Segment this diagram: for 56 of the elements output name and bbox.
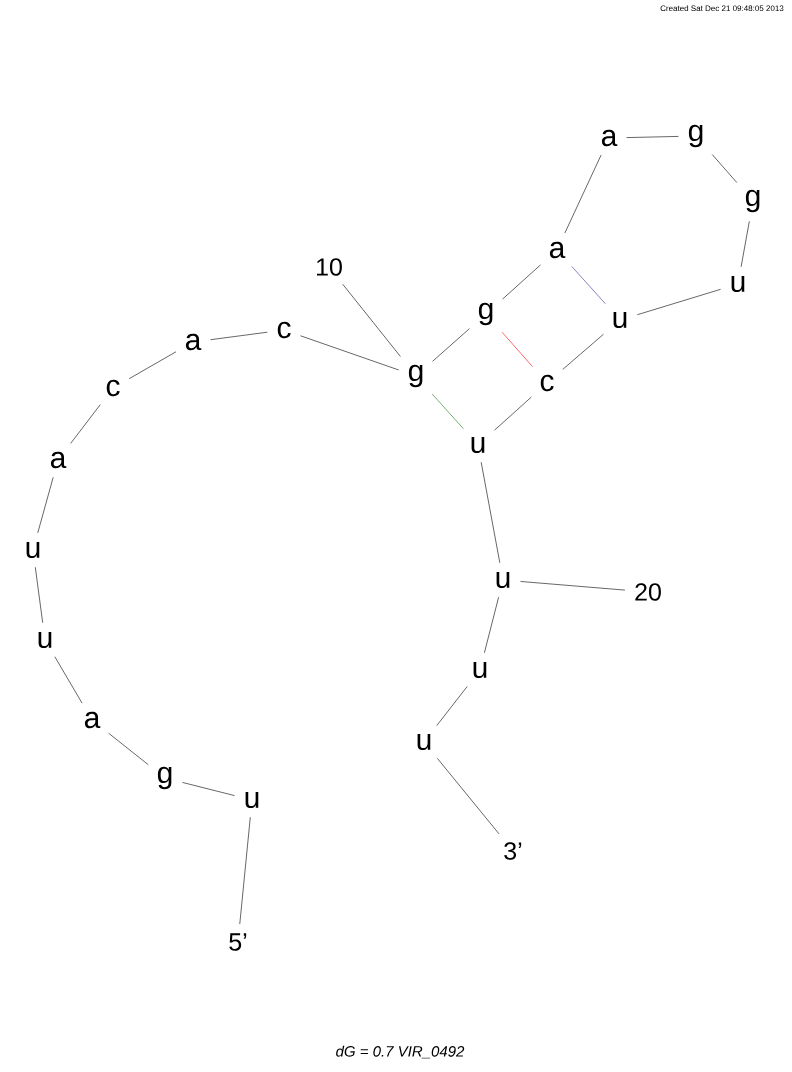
position-label: 10 (317, 258, 342, 276)
leader-line (520, 581, 626, 591)
backbone-line (711, 154, 738, 183)
nucleotide-letter: c (540, 374, 554, 392)
nucleotide-letter: a (84, 711, 101, 729)
nucleotide-letter: u (496, 571, 510, 589)
nucleotide-letter: g (408, 364, 423, 388)
backbone-line (108, 732, 149, 766)
nucleotide-letter: u (245, 791, 259, 809)
header-text: Created Sat Dec 21 09:48:05 2013 (660, 5, 784, 12)
nucleotide-letter: c (277, 321, 291, 339)
nucleotide-letter: u (26, 541, 40, 559)
backbone-line (210, 331, 268, 340)
nucleotide-letter: a (50, 451, 67, 469)
backbone-line (494, 396, 532, 431)
backbone-line (480, 461, 501, 564)
leader-line (342, 283, 401, 357)
nucleotide-letter: u (417, 733, 431, 751)
backbone-line (436, 686, 468, 726)
nucleotide-letter: u (473, 661, 487, 679)
backbone-line (432, 328, 470, 362)
nucleotide-letter: g (745, 189, 760, 213)
nucleotide-letter: u (613, 311, 627, 329)
backbone-line (300, 335, 399, 371)
nucleotide-letter: a (601, 129, 618, 147)
position-label: 20 (635, 583, 661, 601)
nucleotide-letter: c (106, 379, 120, 397)
caption: dG = 0.7 VIR_0492 (336, 1045, 465, 1059)
nucleotide-letter: u (471, 436, 485, 454)
backbone-line (484, 596, 499, 654)
base-pair-line (571, 266, 606, 305)
backbone-line (35, 566, 43, 624)
leader-line (239, 816, 251, 925)
nucleotide-letter: u (731, 275, 745, 293)
backbone-line (37, 476, 54, 534)
base-pair-line (501, 332, 533, 367)
backbone-line (637, 289, 721, 316)
nucleotide-letter: g (157, 766, 172, 790)
leader-line (437, 758, 500, 835)
backbone-line (564, 154, 602, 234)
backbone-line (128, 351, 177, 380)
nucleotide-letter: a (185, 333, 202, 351)
nucleotide-letter: g (688, 124, 703, 148)
backbone-line (626, 136, 679, 138)
backbone-line (54, 656, 83, 704)
position-label: 3’ (504, 842, 522, 860)
backbone-line (502, 264, 541, 300)
backbone-line (182, 782, 235, 796)
backbone-line (562, 334, 604, 370)
position-label: 5’ (229, 933, 247, 951)
nucleotide-letter: a (549, 241, 566, 259)
base-pair-line (431, 393, 464, 430)
nucleotide-letter: g (478, 302, 493, 326)
backbone-line (740, 221, 750, 268)
nucleotide-letter: u (38, 631, 52, 649)
backbone-line (70, 404, 101, 444)
